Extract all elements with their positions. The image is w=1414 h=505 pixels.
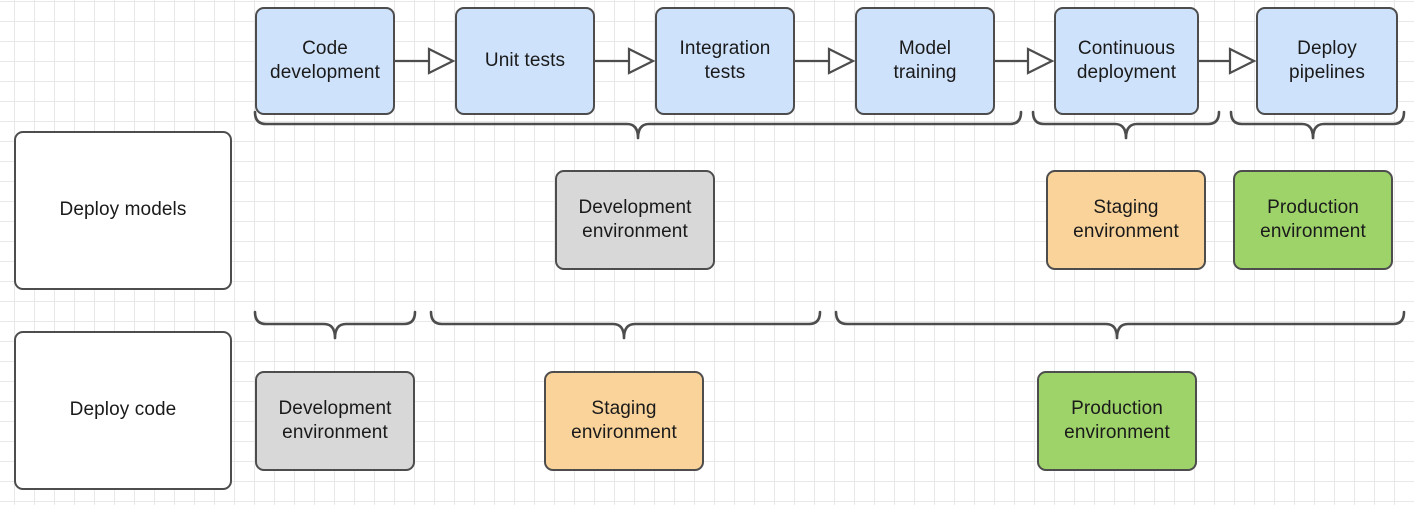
- brace-models-production: [1229, 110, 1406, 140]
- deploy-code-label-box[interactable]: Deploy code: [14, 331, 232, 490]
- models-development-environment[interactable]: Development environment: [555, 170, 715, 270]
- arrow-code-to-unit-head: [427, 47, 456, 75]
- arrow-cd-to-deploy: [1199, 47, 1257, 75]
- model-training[interactable]: Model training: [855, 7, 995, 115]
- deploy-code-label-box-label: Deploy code: [69, 399, 177, 421]
- integration-tests[interactable]: Integration tests: [655, 7, 795, 115]
- deploy-pipelines-label: Deploy pipelines: [1289, 37, 1365, 83]
- continuous-deployment[interactable]: Continuous deployment: [1054, 7, 1199, 115]
- brace-code-development: [253, 310, 417, 340]
- models-production-environment[interactable]: Production environment: [1233, 170, 1393, 270]
- code-development[interactable]: Code development: [255, 7, 395, 115]
- arrow-integration-to-model: [795, 47, 856, 75]
- models-production-environment-label: Production environment: [1260, 196, 1366, 242]
- models-staging-environment[interactable]: Staging environment: [1046, 170, 1206, 270]
- deploy-pipelines[interactable]: Deploy pipelines: [1256, 7, 1398, 115]
- arrow-unit-to-integration: [595, 47, 656, 75]
- models-development-environment-label: Development environment: [578, 196, 692, 242]
- arrow-integration-to-model-head: [827, 47, 856, 75]
- code-development-label: Code development: [270, 37, 380, 83]
- code-staging-environment-label: Staging environment: [571, 397, 677, 443]
- arrow-cd-to-deploy-head: [1228, 47, 1257, 75]
- brace-models-development: [253, 110, 1023, 140]
- code-development-environment-label: Development environment: [278, 397, 392, 443]
- arrow-model-to-cd-head: [1026, 47, 1055, 75]
- brace-models-staging: [1031, 110, 1221, 140]
- continuous-deployment-label: Continuous deployment: [1076, 37, 1177, 83]
- arrow-model-to-cd: [995, 47, 1055, 75]
- models-staging-environment-label: Staging environment: [1073, 196, 1179, 242]
- unit-tests-label: Unit tests: [484, 49, 566, 71]
- arrow-unit-to-integration-head: [627, 47, 656, 75]
- code-staging-environment[interactable]: Staging environment: [544, 371, 704, 471]
- code-production-environment-label: Production environment: [1064, 397, 1170, 443]
- deploy-models-label-box[interactable]: Deploy models: [14, 131, 232, 290]
- arrow-code-to-unit: [395, 47, 456, 75]
- brace-code-production: [834, 310, 1406, 340]
- code-production-environment[interactable]: Production environment: [1037, 371, 1197, 471]
- brace-code-staging: [429, 310, 822, 340]
- deploy-models-label-box-label: Deploy models: [59, 199, 187, 221]
- code-development-environment[interactable]: Development environment: [255, 371, 415, 471]
- integration-tests-label: Integration tests: [679, 37, 771, 83]
- model-training-label: Model training: [893, 37, 957, 83]
- unit-tests[interactable]: Unit tests: [455, 7, 595, 115]
